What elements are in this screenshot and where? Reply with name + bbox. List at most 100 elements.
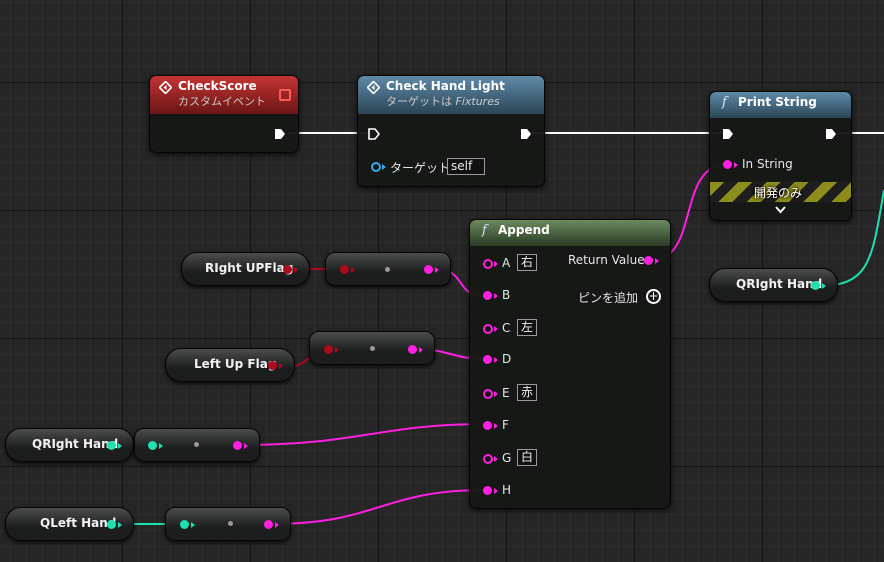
node-subtitle: ターゲットは Fixtures (386, 95, 500, 108)
bool-input-pin[interactable] (340, 265, 349, 274)
append-pin-d[interactable] (483, 355, 492, 364)
append-pin-label: F (502, 418, 509, 432)
string-output-pin[interactable] (408, 345, 417, 354)
development-only-label: 開発のみ (754, 186, 803, 200)
target-label: ターゲット (390, 161, 451, 175)
append-header[interactable]: f Append (470, 220, 670, 246)
append-node[interactable]: f Append A 右 B C 左 D E 赤 F G 白 H Return … (469, 219, 671, 509)
qright-hand-getter[interactable]: QRIght Hand (709, 268, 838, 302)
object-input-pin[interactable] (148, 441, 157, 450)
function-icon: f (482, 223, 487, 238)
object-input-pin[interactable] (180, 520, 189, 529)
append-pin-value[interactable]: 右 (517, 254, 538, 271)
append-pin-f[interactable] (483, 421, 492, 430)
variable-label: QLeft Hand (40, 516, 117, 530)
check-hand-light-header[interactable]: Check Hand Light ターゲットは Fixtures (358, 76, 544, 114)
exec-in-pin[interactable] (368, 128, 380, 140)
string-conversion-node[interactable] (165, 507, 291, 541)
pin-arrow (159, 443, 163, 449)
pin-arrow (275, 522, 279, 528)
print-string-header[interactable]: f Print String (710, 92, 851, 118)
append-pin-c[interactable] (483, 324, 493, 334)
append-pin-label: C (502, 321, 511, 335)
exec-out-pin[interactable] (825, 128, 837, 140)
bool-output-pin[interactable] (268, 361, 277, 370)
variable-label: RIght UPFlag (205, 261, 294, 275)
target-pin-arrow (382, 164, 386, 170)
append-pin-label: A (502, 256, 511, 270)
append-pin-h[interactable] (483, 486, 492, 495)
add-pin-icon[interactable]: + (646, 289, 661, 304)
function-icon: f (722, 95, 727, 110)
string-output-pin[interactable] (424, 265, 433, 274)
pin-arrow (351, 267, 355, 273)
pin-arrow (435, 267, 439, 273)
conversion-dot (385, 267, 390, 272)
qleft-hand-getter[interactable]: QLeft Hand (5, 507, 134, 541)
left-up-flag-getter[interactable]: Left Up Flag (165, 348, 295, 382)
pin-arrow (494, 488, 498, 494)
add-pin-label[interactable]: ピンを追加 (578, 291, 639, 305)
development-only-bar (710, 182, 851, 202)
conversion-dot (194, 442, 199, 447)
node-title: CheckScore (178, 79, 257, 93)
exec-in-pin[interactable] (722, 128, 734, 140)
exec-out-pin[interactable] (520, 128, 532, 140)
append-pin-label: D (502, 352, 512, 366)
check-score-header[interactable]: CheckScore カスタムイベント (150, 76, 298, 114)
right-up-flag-getter[interactable]: RIght UPFlag (181, 252, 310, 286)
append-pin-a[interactable] (483, 259, 493, 269)
variable-label: QRIght Hand (32, 437, 119, 451)
check-hand-light-node[interactable]: Check Hand Light ターゲットは Fixtures ターゲット s… (357, 75, 545, 187)
conversion-dot (370, 346, 375, 351)
bool-input-pin[interactable] (324, 345, 333, 354)
append-pin-value[interactable]: 左 (517, 319, 538, 336)
in-string-pin[interactable] (723, 160, 732, 169)
chevron-down-icon[interactable] (775, 206, 786, 214)
pin-arrow (494, 261, 498, 267)
append-pin-b[interactable] (483, 291, 492, 300)
conversion-dot (228, 521, 233, 526)
node-title: Check Hand Light (386, 79, 505, 93)
pin-arrow (655, 258, 659, 264)
pin-arrow (494, 423, 498, 429)
string-conversion-node[interactable] (325, 252, 451, 286)
append-pin-label: B (502, 288, 511, 302)
string-conversion-node[interactable] (134, 428, 260, 462)
pin-arrow (244, 443, 248, 449)
qright-hand-getter[interactable]: QRIght Hand (5, 428, 134, 462)
append-pin-g[interactable] (483, 454, 493, 464)
node-subtitle: カスタムイベント (178, 95, 266, 108)
pin-arrow (118, 443, 122, 449)
pin-arrow (494, 456, 498, 462)
string-conversion-node[interactable] (309, 331, 435, 365)
pin-arrow (335, 347, 339, 353)
return-value-pin[interactable] (644, 256, 653, 265)
pin-arrow (494, 357, 498, 363)
exec-out-pin[interactable] (274, 128, 286, 140)
target-pin[interactable] (371, 162, 381, 172)
append-pin-label: G (502, 451, 512, 465)
target-value-field[interactable]: self (447, 158, 485, 175)
in-string-label: In String (742, 157, 793, 171)
append-pin-e[interactable] (483, 389, 493, 399)
append-pin-value[interactable]: 白 (517, 449, 538, 466)
in-string-pin-arrow (734, 162, 738, 168)
print-string-node[interactable]: f Print String In String 開発のみ (709, 91, 852, 221)
node-title: Append (498, 223, 550, 237)
check-score-node[interactable]: CheckScore カスタムイベント (149, 75, 299, 153)
bool-output-pin[interactable] (283, 265, 292, 274)
pin-arrow (118, 522, 122, 528)
object-output-pin[interactable] (811, 281, 820, 290)
append-pin-value[interactable]: 赤 (517, 384, 538, 401)
variable-label: Left Up Flag (194, 357, 277, 371)
string-output-pin[interactable] (233, 441, 242, 450)
pin-arrow (494, 391, 498, 397)
string-output-pin[interactable] (264, 520, 273, 529)
string-wire (239, 423, 487, 446)
object-output-pin[interactable] (107, 520, 116, 529)
pin-arrow (279, 363, 283, 369)
append-pin-label: H (502, 483, 512, 497)
object-output-pin[interactable] (107, 441, 116, 450)
delegate-pin-icon[interactable] (279, 89, 291, 101)
